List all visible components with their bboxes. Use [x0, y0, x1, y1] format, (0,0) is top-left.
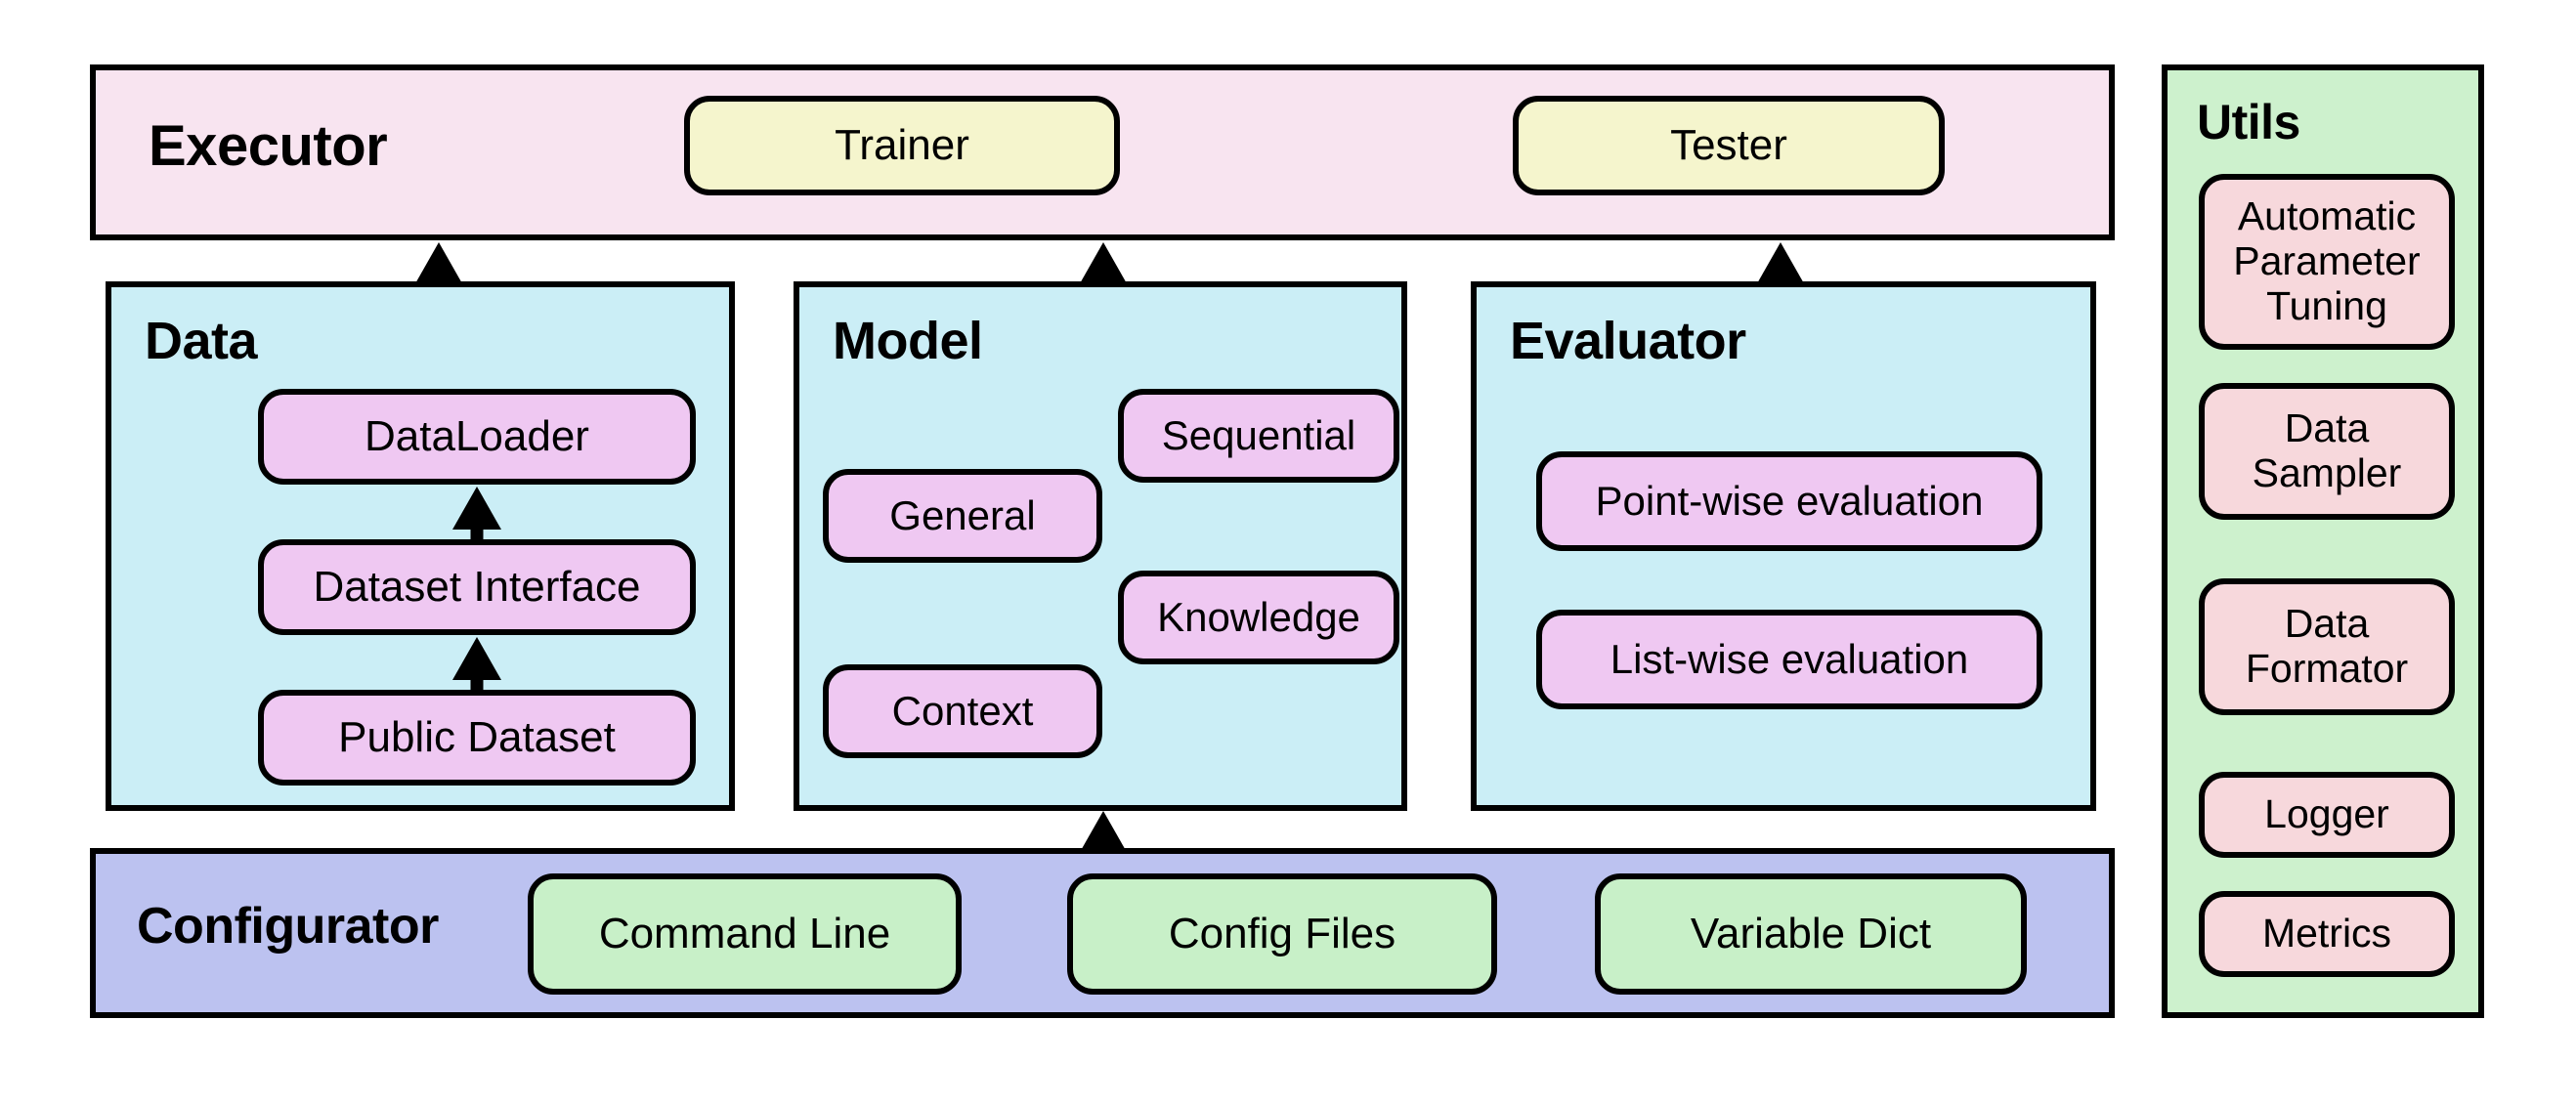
context-node[interactable]: Context	[823, 664, 1102, 758]
list-wise-evaluation-node[interactable]: List-wise evaluation	[1536, 610, 2042, 709]
logger-node[interactable]: Logger	[2199, 772, 2455, 858]
data-formator-node[interactable]: Data Formator	[2199, 578, 2455, 715]
automatic-parameter-tuning-node[interactable]: Automatic Parameter Tuning	[2199, 174, 2455, 350]
command-line-node[interactable]: Command Line	[528, 873, 962, 995]
evaluator-panel-title: Evaluator	[1510, 312, 1746, 370]
knowledge-node[interactable]: Knowledge	[1118, 571, 1399, 664]
utils-title: Utils	[2197, 95, 2300, 149]
config-files-node[interactable]: Config Files	[1067, 873, 1497, 995]
tester-node[interactable]: Tester	[1513, 96, 1945, 195]
data-sampler-node[interactable]: Data Sampler	[2199, 383, 2455, 520]
dataset-interface-node[interactable]: Dataset Interface	[258, 539, 696, 635]
configurator-title: Configurator	[137, 898, 439, 955]
variable-dict-node[interactable]: Variable Dict	[1595, 873, 2027, 995]
executor-title: Executor	[149, 114, 388, 178]
trainer-node[interactable]: Trainer	[684, 96, 1120, 195]
metrics-node[interactable]: Metrics	[2199, 891, 2455, 977]
data-panel-title: Data	[145, 312, 258, 370]
sequential-node[interactable]: Sequential	[1118, 389, 1399, 483]
model-panel-title: Model	[833, 312, 983, 370]
dataloader-node[interactable]: DataLoader	[258, 389, 696, 485]
public-dataset-node[interactable]: Public Dataset	[258, 690, 696, 786]
point-wise-evaluation-node[interactable]: Point-wise evaluation	[1536, 451, 2042, 551]
general-node[interactable]: General	[823, 469, 1102, 563]
